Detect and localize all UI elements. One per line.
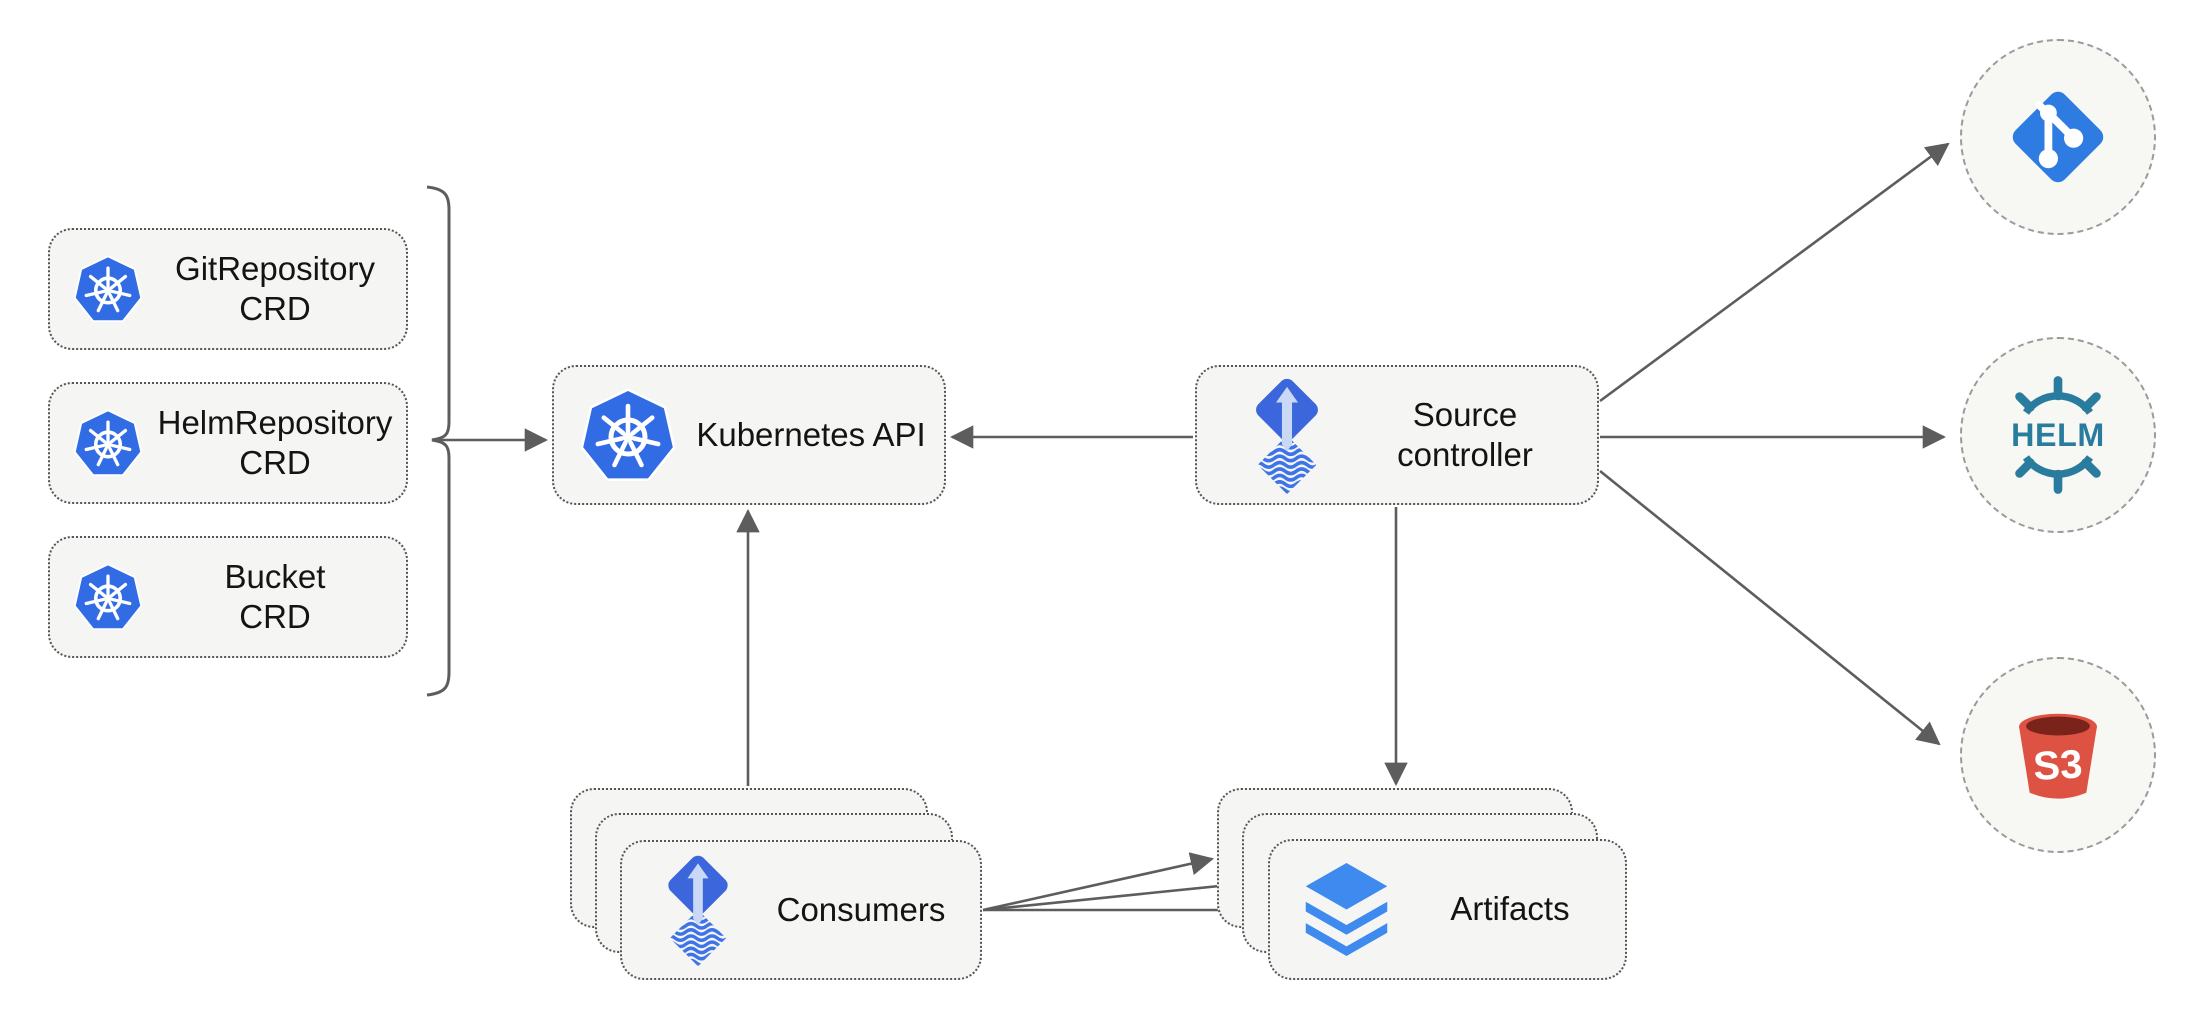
flux-icon <box>1241 375 1333 496</box>
arrow-consumers-to-artifacts-middle <box>982 874 1242 912</box>
kubernetes-icon <box>72 561 144 633</box>
node-label: Source controller <box>1397 395 1533 473</box>
node-label: HelmRepository CRD <box>157 403 393 481</box>
node-kubernetes-api: Kubernetes API <box>552 365 946 505</box>
node-source-controller: Source controller <box>1195 365 1599 505</box>
s3-bucket-icon: S3 <box>1999 696 2117 814</box>
node-consumers: Consumers <box>620 840 982 980</box>
flux-icon <box>654 852 742 968</box>
node-gitrepository-crd: GitRepository CRD <box>48 228 408 350</box>
helm-icon: HELM <box>1996 373 2120 497</box>
node-label: Artifacts <box>1450 890 1570 928</box>
kubernetes-icon <box>72 253 144 325</box>
node-helm-source: HELM <box>1960 337 2156 533</box>
kubernetes-icon <box>578 385 678 485</box>
node-bucket-crd: Bucket CRD <box>48 536 408 658</box>
layers-icon <box>1298 861 1395 958</box>
node-git-source <box>1960 39 2156 235</box>
git-icon <box>1998 77 2118 197</box>
node-label: Bucket CRD <box>224 557 326 635</box>
node-label: GitRepository CRD <box>175 249 375 327</box>
arrow-source-controller-to-s3 <box>1599 469 1941 746</box>
crd-group-bracket <box>426 185 451 697</box>
node-helmrepository-crd: HelmRepository CRD <box>48 382 408 504</box>
helm-label: HELM <box>2011 417 2105 453</box>
arrow-source-controller-to-git <box>1599 142 1950 403</box>
kubernetes-icon <box>72 407 144 479</box>
node-label: Consumers <box>776 890 946 928</box>
s3-label: S3 <box>2032 741 2083 789</box>
node-label: Kubernetes API <box>696 415 926 453</box>
arrow-consumers-to-artifacts-back <box>982 852 1215 912</box>
node-artifacts: Artifacts <box>1268 839 1627 980</box>
node-s3-source: S3 <box>1960 657 2156 853</box>
